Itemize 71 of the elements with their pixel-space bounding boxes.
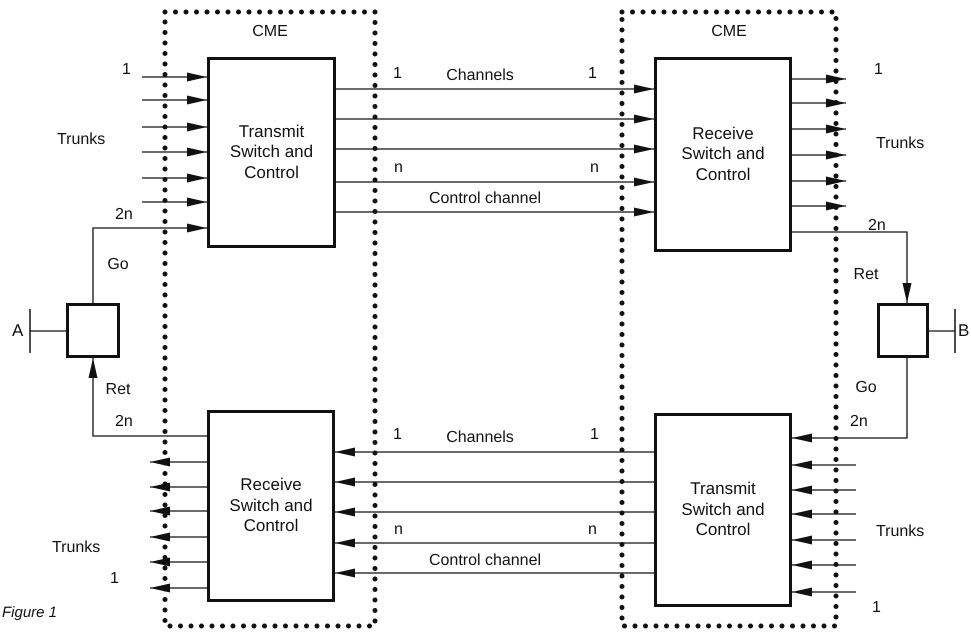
port-label: 2n <box>115 207 133 223</box>
terminal-label: A <box>12 322 24 339</box>
connector-arrow <box>792 486 856 494</box>
port-label: Trunks <box>52 540 100 556</box>
connector-arrow <box>792 536 856 544</box>
connector-arrow <box>792 124 846 134</box>
dotted-boundary <box>620 10 838 628</box>
connector-arrow <box>792 98 846 108</box>
connector-arrow <box>792 202 846 210</box>
process-box: Receive Switch and Control <box>207 410 335 602</box>
connector-arrow <box>792 358 908 442</box>
port-label: 2n <box>850 414 868 430</box>
connector-arrow <box>150 506 207 516</box>
port-label: n <box>394 160 403 176</box>
port-label: Trunks <box>876 136 924 152</box>
connector-arrow <box>792 231 912 303</box>
connector-arrow <box>150 532 207 542</box>
port-label: n <box>394 522 403 538</box>
connector-arrow <box>792 150 846 160</box>
group-title: CME <box>252 24 288 40</box>
terminal-box <box>877 303 929 358</box>
connector-arrow <box>336 144 654 154</box>
port-label: 1 <box>874 62 883 78</box>
port-label: 1 <box>110 571 119 587</box>
connector-arrow <box>336 114 654 124</box>
port-label: n <box>590 160 599 176</box>
connector-arrow <box>150 584 207 592</box>
port-label: 1 <box>393 66 402 82</box>
connector-arrow <box>92 224 207 303</box>
connector-arrow <box>336 178 654 186</box>
port-label: 1 <box>588 66 597 82</box>
port-label: 1 <box>872 600 881 616</box>
process-box: Transmit Switch and Control <box>654 413 792 607</box>
connector-arrow <box>150 558 207 566</box>
port-label: 2n <box>115 414 133 430</box>
process-box: Receive Switch and Control <box>654 57 792 252</box>
connector-arrow <box>150 482 207 492</box>
connector-arrow <box>792 176 846 186</box>
port-label: Trunks <box>876 524 924 540</box>
connector-arrow <box>335 538 654 548</box>
process-box: Transmit Switch and Control <box>207 57 336 248</box>
connector-arrow <box>336 208 654 216</box>
connector-arrow <box>142 72 207 82</box>
connector-arrow <box>336 84 654 94</box>
connector-arrow <box>88 358 207 437</box>
port-label: 1 <box>393 427 402 443</box>
connector-arrow <box>792 510 856 518</box>
connector-arrow <box>142 174 207 182</box>
terminal-box <box>66 303 120 358</box>
connector-arrow <box>142 122 207 132</box>
port-label: 1 <box>590 427 599 443</box>
connector-arrow <box>792 560 856 570</box>
group-title: CME <box>711 24 747 40</box>
connector-arrow <box>142 96 207 104</box>
connector-arrow <box>335 568 654 578</box>
connector-arrow <box>792 74 846 84</box>
port-label: Trunks <box>57 132 106 148</box>
dotted-boundary <box>163 10 377 628</box>
connector-arrow <box>792 588 856 596</box>
port-label: n <box>588 522 597 538</box>
connector-arrow <box>335 508 654 516</box>
connector-arrow <box>142 148 207 156</box>
connector-arrow <box>335 478 654 486</box>
port-label: 2n <box>868 218 886 234</box>
connector-arrow <box>335 448 654 456</box>
connector-arrow <box>150 458 207 466</box>
connector-arrow <box>792 460 856 470</box>
figure-caption: Figure 1 <box>2 604 58 621</box>
terminal-label: B <box>958 322 970 339</box>
connector-arrow <box>142 198 207 206</box>
port-label: 1 <box>122 62 131 78</box>
